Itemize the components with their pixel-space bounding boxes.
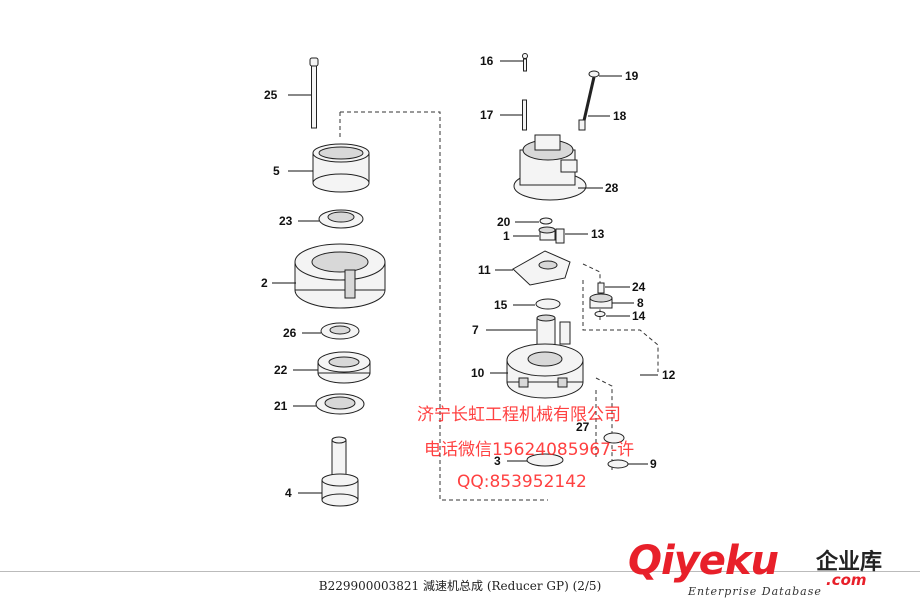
callout-24: 24	[632, 280, 646, 294]
callout-14: 14	[632, 309, 646, 323]
watermark-company: 济宁长虹工程机械有限公司	[417, 405, 621, 425]
callout-8: 8	[637, 296, 644, 310]
callout-17: 17	[480, 108, 494, 122]
callout-28: 28	[605, 181, 619, 195]
callout-18: 18	[613, 109, 627, 123]
part-21-seal	[315, 393, 365, 415]
part-7-spline-gear	[536, 314, 571, 347]
group-12-bracket	[582, 263, 659, 372]
callout-5: 5	[273, 164, 280, 178]
callout-25: 25	[264, 88, 278, 102]
logo-com-text: .com	[826, 571, 867, 589]
part-11-carrier-plate	[512, 250, 571, 286]
callout-19: 19	[625, 69, 639, 83]
part-8-planet-gear	[589, 293, 613, 309]
part-26-bearing	[320, 322, 360, 340]
logo-subtitle: Enterprise Database	[688, 585, 822, 598]
logo-main-text: Qiyeku	[628, 538, 779, 584]
watermark-phone: 电话微信15624085967-许	[424, 440, 635, 460]
callout-22: 22	[274, 363, 288, 377]
part-16-pin	[522, 53, 528, 72]
callout-21: 21	[274, 399, 288, 413]
part-2-hub-flange	[294, 243, 386, 309]
callout-16: 16	[480, 54, 494, 68]
callout-20: 20	[497, 215, 511, 229]
callout-12: 12	[662, 368, 676, 382]
part-1-sun-gear	[538, 226, 556, 241]
part-10-planet-carrier	[506, 343, 584, 399]
part-15-ring	[535, 298, 561, 310]
part-14-washer	[594, 311, 606, 317]
callout-7: 7	[472, 323, 479, 337]
part-28-motor-assembly	[513, 134, 587, 201]
callout-13: 13	[591, 227, 605, 241]
qiyeku-logo: Qiyeku 企业库 .com Enterprise Database	[628, 538, 918, 600]
logo-cn-text: 企业库	[816, 550, 883, 575]
diagram-caption: B229900003821 減速机总成 (Reducer GP) (2/5)	[318, 579, 602, 593]
callout-10: 10	[471, 366, 485, 380]
callout-23: 23	[279, 214, 293, 228]
part-24-pin	[597, 282, 605, 294]
callout-4: 4	[285, 486, 292, 500]
part-9-snap-ring	[607, 459, 629, 469]
part-22-bearing	[317, 351, 371, 384]
part-13-bolt	[555, 228, 565, 244]
part-3-o-ring	[526, 453, 564, 467]
caption-divider	[0, 571, 920, 572]
part-27-washer	[603, 432, 625, 444]
callout-1: 1	[503, 229, 510, 243]
callout-11: 11	[478, 263, 491, 277]
part-5-ring-housing	[312, 143, 370, 193]
callout-27: 27	[576, 420, 590, 434]
part-20-washer	[539, 217, 553, 225]
callout-15: 15	[494, 298, 508, 312]
part-18-19-dipstick	[578, 70, 600, 131]
part-25-bolt	[309, 57, 319, 129]
part-23-bearing	[318, 209, 364, 229]
callout-9: 9	[650, 457, 657, 471]
callout-2: 2	[261, 276, 268, 290]
watermark-qq: QQ:853952142	[457, 472, 587, 492]
part-17-rod	[522, 99, 527, 131]
assembly-path-line	[339, 111, 548, 501]
part-4-output-shaft	[321, 436, 359, 507]
callout-3: 3	[494, 454, 501, 468]
callout-26: 26	[283, 326, 297, 340]
